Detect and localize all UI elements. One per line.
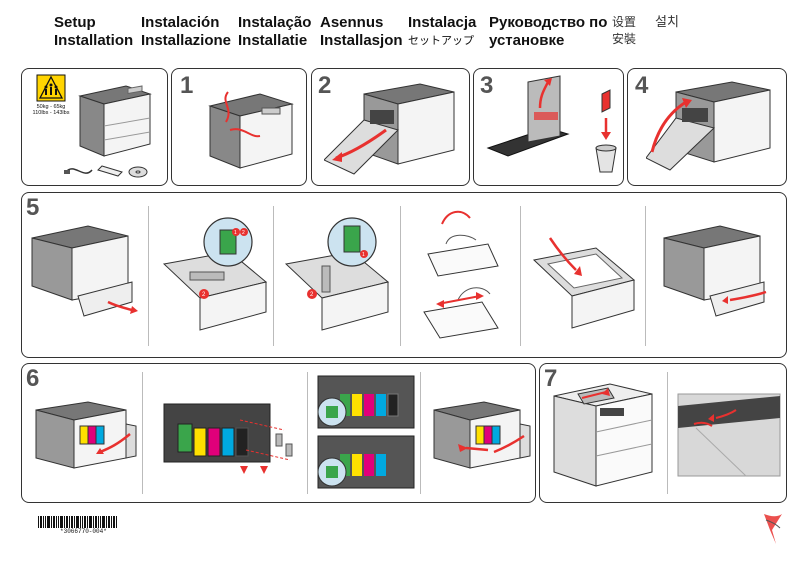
printer-illustration [78, 85, 152, 157]
title-korean: 설치 [655, 14, 679, 31]
flex-paper-stack-illustration [423, 210, 499, 339]
barcode-icon [38, 516, 117, 528]
remove-packing-toner-illustration [163, 403, 293, 474]
open-front-door-illustration [324, 83, 455, 175]
title-line: セットアップ [408, 34, 474, 47]
close-front-door-toner-illustration [433, 401, 531, 469]
divider [148, 206, 149, 346]
step-number: 1 [180, 72, 194, 99]
title-russian: Руководство по установке [489, 14, 607, 50]
pull-out-tray-illustration [31, 225, 138, 317]
callout-label: 2 [242, 230, 245, 236]
title-line: Instalación [141, 14, 220, 31]
heavy-lift-warning-icon [36, 74, 66, 102]
divider [645, 206, 646, 346]
insert-toner-cartridges-illustration [317, 375, 415, 489]
part-number: *3066770-004* [60, 528, 107, 535]
load-paper-illustration [532, 237, 636, 329]
title-line: 설치 [655, 15, 679, 30]
adjust-width-guides-illustration: 1 2 2 [162, 217, 268, 331]
title-chinese: 设置 安裝 [612, 14, 636, 48]
title-line: Instalação [238, 14, 312, 31]
remove-packing-illustration [208, 91, 294, 169]
title-english-french: Setup Installation [54, 14, 133, 50]
divider [520, 206, 521, 346]
step-number: 4 [635, 72, 649, 99]
step-number: 6 [26, 365, 40, 392]
title-line: 设置 [612, 15, 637, 29]
title-line: Setup [54, 14, 96, 31]
title-finnish-norwegian: Asennus Installasjon [320, 14, 403, 50]
divider [273, 206, 274, 346]
step-number: 5 [26, 194, 40, 221]
divider [400, 206, 401, 346]
callout-label: 1 [234, 230, 237, 236]
title-line: Installazione [141, 32, 232, 49]
title-portuguese-dutch: Instalação Installatie [238, 14, 311, 50]
weight-lbs: 110lbs - 143lbs [32, 110, 70, 116]
open-front-door-toner-illustration [35, 401, 137, 469]
step-number: 2 [318, 72, 332, 99]
divider [142, 372, 143, 494]
remove-packing-material-illustration [486, 75, 617, 173]
title-line: 安裝 [612, 32, 637, 46]
adjust-length-guide-illustration: 1 2 [284, 217, 390, 331]
title-line: Asennus [320, 14, 384, 31]
paper-stop-closeup-illustration [677, 393, 781, 477]
title-line: Installatie [238, 32, 308, 49]
step-number: 3 [480, 72, 494, 99]
title-polish-japanese: Instalacja セットアップ [408, 14, 476, 50]
callout-label: 2 [202, 292, 206, 298]
weight-kg: 50kg - 65kg [36, 104, 66, 110]
title-line: Instalacja [408, 14, 477, 31]
title-spanish-italian: Instalación Installazione [141, 14, 231, 50]
divider [420, 372, 421, 494]
callout-label: 1 [362, 252, 365, 258]
divider [307, 372, 308, 494]
title-line: Руководство по [489, 14, 608, 31]
insert-tray-illustration [663, 225, 767, 317]
title-line: установке [489, 32, 565, 49]
weight-label: 50kg - 65kg 110lbs - 143lbs [30, 104, 72, 116]
accessories-illustration [64, 165, 148, 178]
title-line: Installasjon [320, 32, 403, 49]
step-number: 7 [544, 365, 558, 392]
close-front-door-illustration [646, 81, 771, 171]
lexmark-logo-icon [764, 514, 782, 544]
callout-label: 2 [310, 292, 314, 298]
extend-output-bin-illustration [553, 383, 653, 487]
title-line: Installation [54, 32, 134, 49]
divider [667, 372, 668, 494]
